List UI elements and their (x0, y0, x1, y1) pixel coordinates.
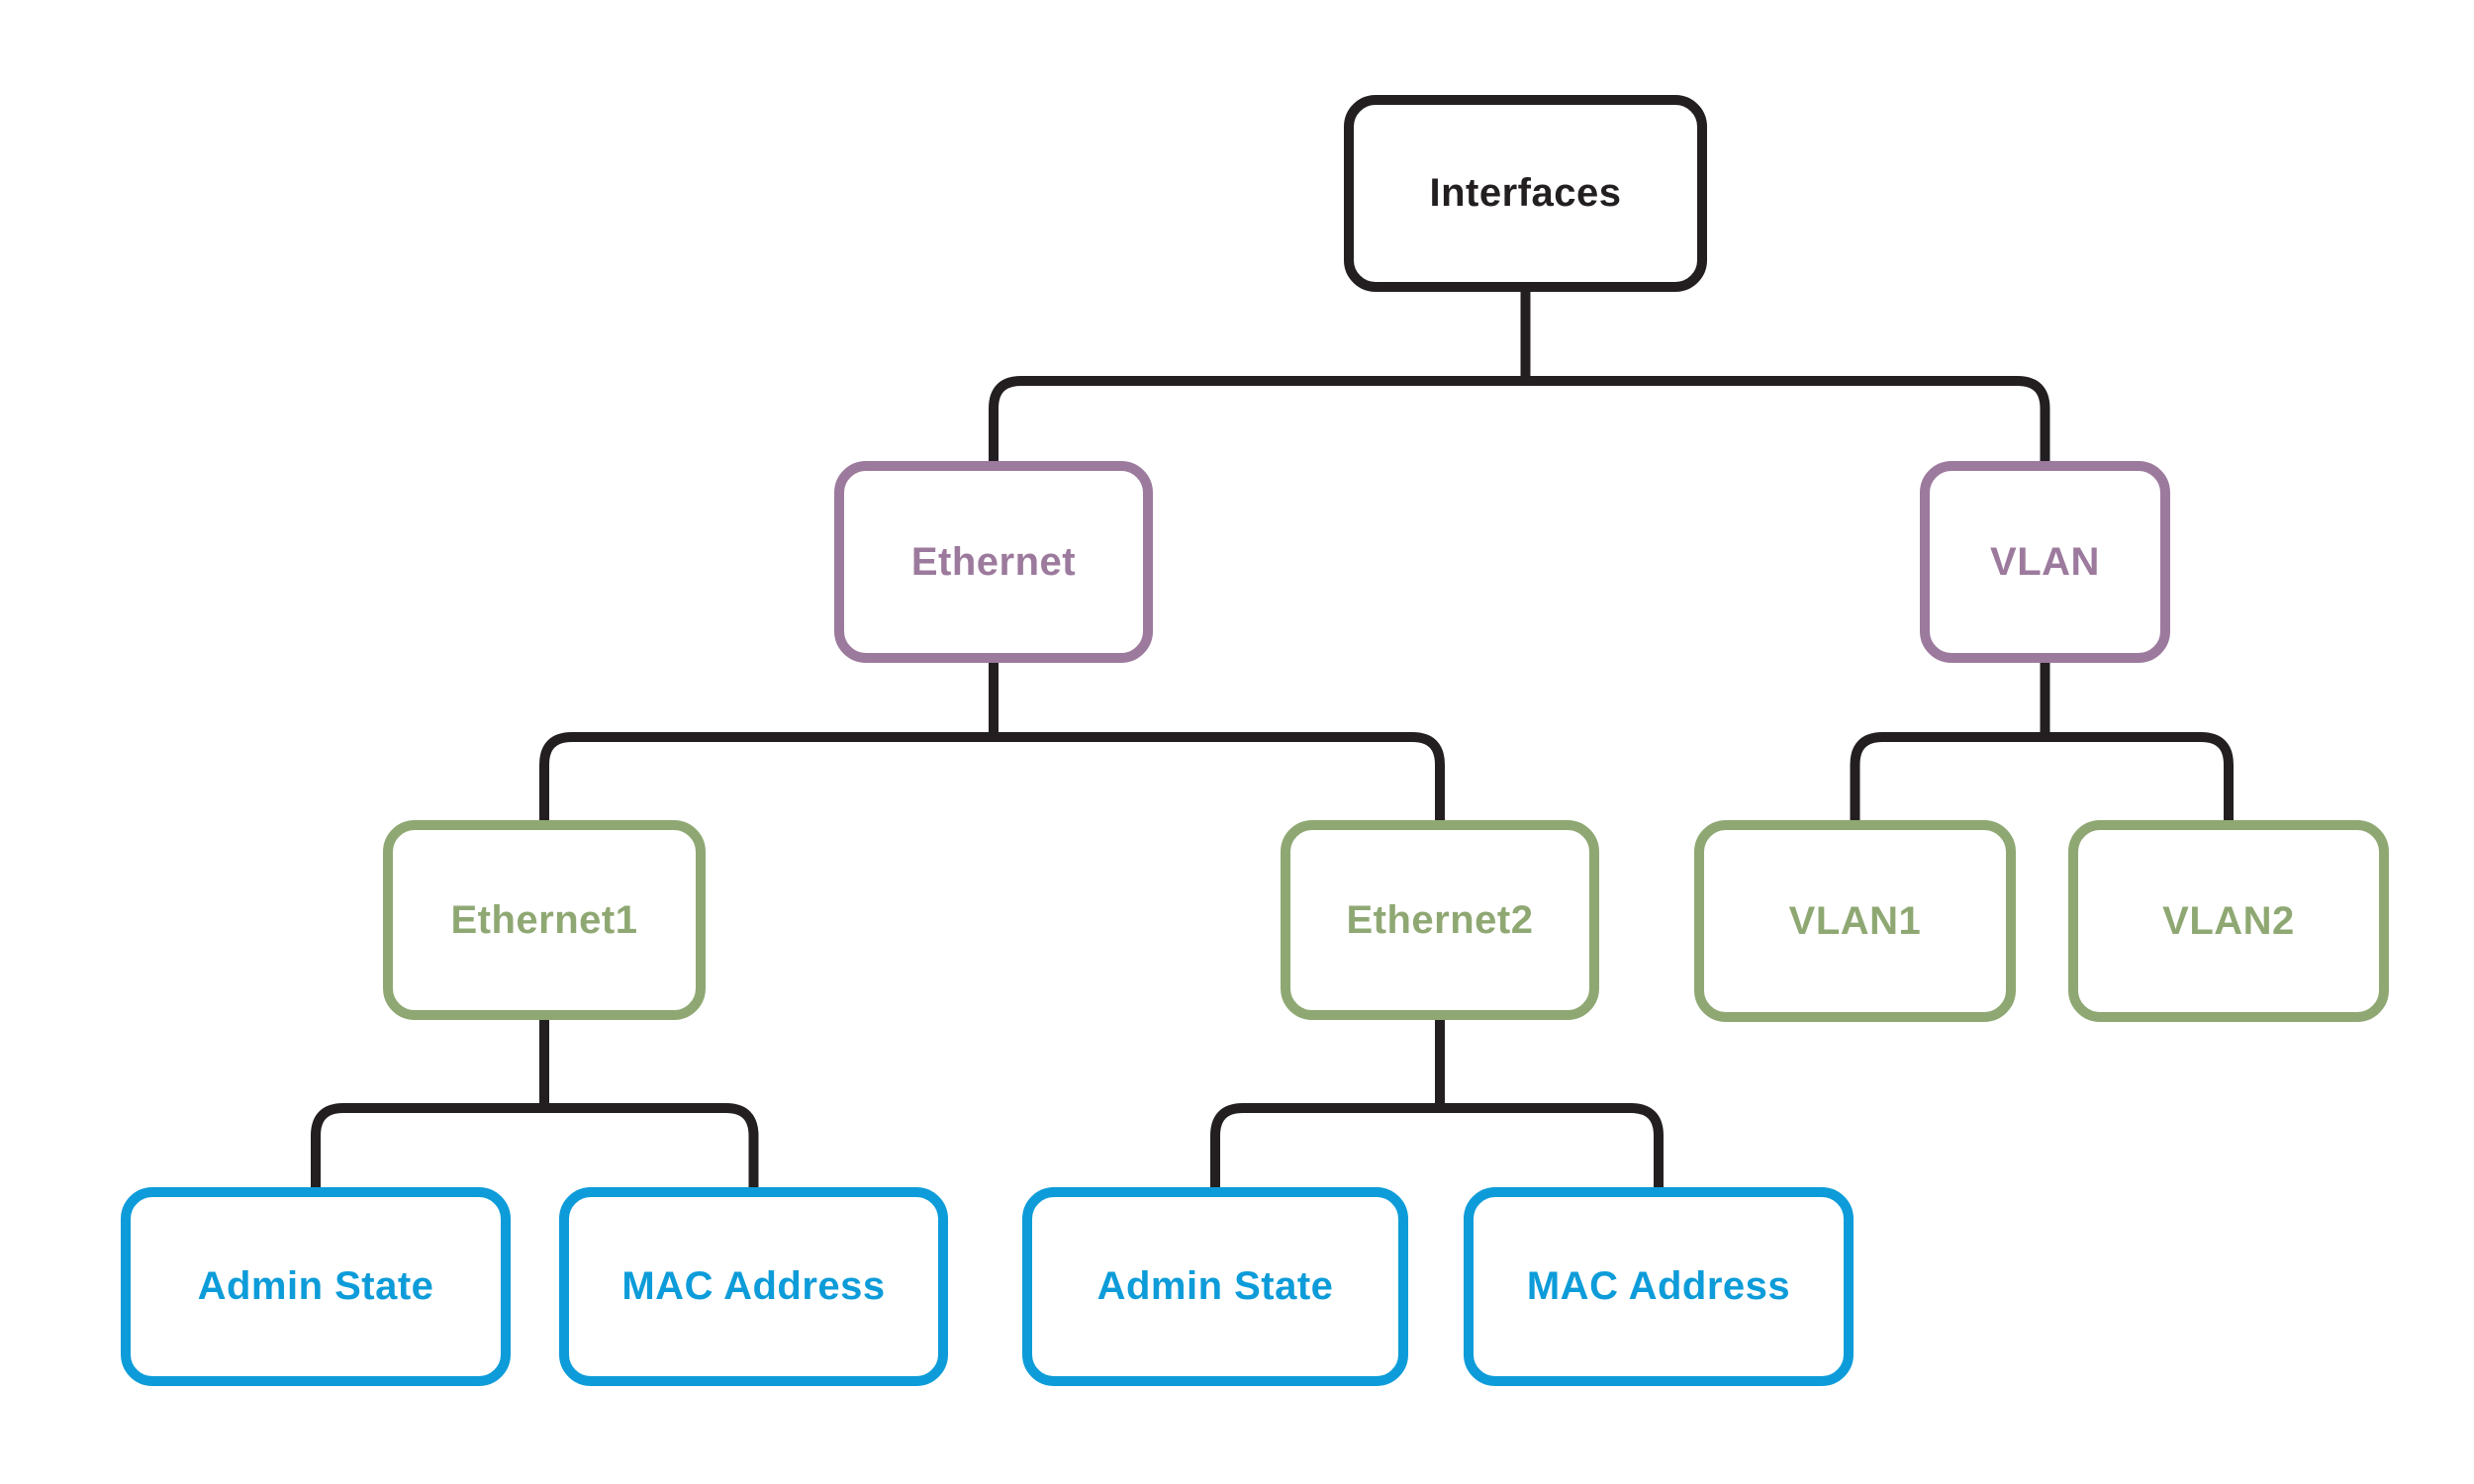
node-vlan-label: VLAN (1990, 539, 2100, 584)
node-ethernet1-mac-address: MAC Address (559, 1187, 948, 1386)
connector-interfaces-children (989, 376, 2050, 465)
connector-vlan-children (1850, 732, 2234, 824)
node-ethernet1-admin-state-label: Admin State (197, 1264, 434, 1308)
node-vlan: VLAN (1920, 461, 2170, 663)
connector-ethernet-children (539, 732, 1445, 824)
node-vlan1-label: VLAN1 (1788, 898, 1922, 943)
node-vlan2-label: VLAN2 (2162, 898, 2295, 943)
connector-ethernet2-children (1210, 1103, 1664, 1191)
node-ethernet2-admin-state-label: Admin State (1096, 1264, 1334, 1308)
node-ethernet2-mac-address: MAC Address (1464, 1187, 1854, 1386)
node-ethernet2-admin-state: Admin State (1022, 1187, 1408, 1386)
node-vlan2: VLAN2 (2068, 820, 2389, 1022)
node-ethernet: Ethernet (834, 461, 1153, 663)
node-ethernet1-mac-address-label: MAC Address (621, 1264, 886, 1308)
node-ethernet1: Ethernet1 (383, 820, 706, 1020)
node-ethernet2-mac-address-label: MAC Address (1526, 1264, 1791, 1308)
node-ethernet-label: Ethernet (910, 539, 1077, 584)
node-ethernet1-admin-state: Admin State (121, 1187, 511, 1386)
node-ethernet2: Ethernet2 (1281, 820, 1599, 1020)
node-ethernet2-label: Ethernet2 (1346, 897, 1534, 942)
node-interfaces: Interfaces (1344, 95, 1707, 292)
node-interfaces-label: Interfaces (1429, 171, 1622, 215)
node-ethernet1-label: Ethernet1 (450, 897, 638, 942)
connector-ethernet1-children (311, 1103, 759, 1191)
node-vlan1: VLAN1 (1694, 820, 2016, 1022)
